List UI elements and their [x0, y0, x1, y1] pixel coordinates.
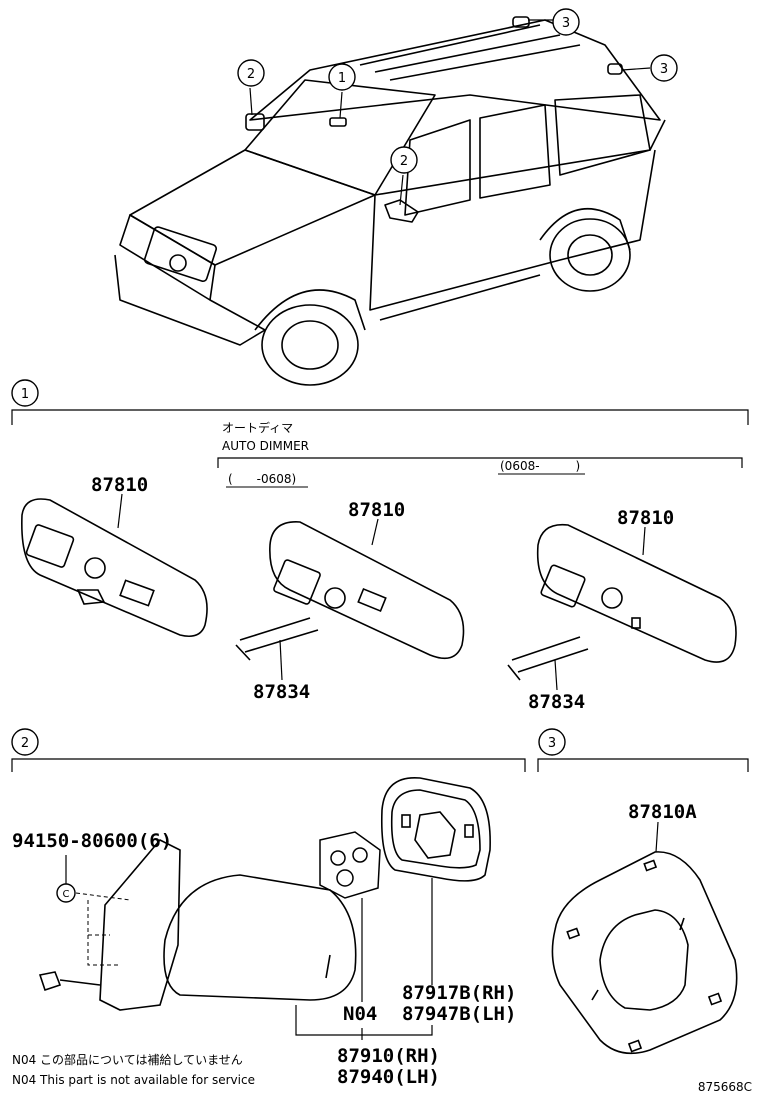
- date-range-left: ( -0608): [228, 472, 296, 486]
- svg-text:3: 3: [562, 16, 570, 31]
- part-87810-c: 87810: [617, 507, 674, 529]
- section-2-header: 2: [11, 728, 526, 772]
- outer-mirror-assembly: [38, 839, 357, 1011]
- vehicle-leader-lines: [249, 19, 651, 206]
- svg-text:2: 2: [247, 67, 255, 82]
- svg-text:AUTO DIMMER: AUTO DIMMER: [222, 439, 309, 453]
- leader-assembly: [295, 1005, 433, 1036]
- rearview-mirror-a: [21, 498, 208, 638]
- vehicle-callout-1: 1: [328, 63, 356, 91]
- part-87834-b: 87834: [253, 681, 310, 703]
- svg-text:オートディマ: オートディマ: [222, 420, 293, 435]
- svg-text:3: 3: [660, 62, 668, 77]
- figure-id: 875668C: [698, 1080, 752, 1094]
- section-1-header: 1: [11, 379, 749, 425]
- svg-text:C: C: [63, 889, 70, 900]
- mirror-motor: [319, 831, 381, 899]
- bolt-icon: C: [56, 883, 76, 903]
- svg-text:1: 1: [338, 71, 346, 86]
- part-94150-80600: 94150-80600(6): [12, 830, 172, 852]
- note-n04-jp: N04 この部品については補給していません: [12, 1052, 243, 1067]
- leader-87810-b: [371, 518, 379, 546]
- leader-87810a: [655, 821, 659, 853]
- rearview-mirror-b: [235, 521, 465, 661]
- leader-87810-c: [642, 526, 646, 556]
- date-range-right: (0608- ): [500, 459, 580, 473]
- rearview-mirror-c: [507, 523, 737, 681]
- svg-text:2: 2: [21, 736, 29, 751]
- leader-87834-b: [279, 639, 283, 681]
- part-87947b-lh: 87947B(LH): [402, 1003, 516, 1025]
- part-87810-b: 87810: [348, 499, 405, 521]
- auto-dimmer-label: オートディマ AUTO DIMMER: [217, 420, 743, 468]
- part-87940-lh: 87940(LH): [337, 1066, 440, 1088]
- leader-87834-c: [554, 659, 558, 691]
- part-87910-rh: 87910(RH): [337, 1045, 440, 1067]
- svg-text:2: 2: [400, 154, 408, 169]
- vehicle-callout-2-right: 2: [390, 146, 418, 174]
- note-n04-en: N04 This part is not available for servi…: [12, 1073, 255, 1087]
- vehicle-callout-2-left: 2: [237, 59, 265, 87]
- part-87810a: 87810A: [628, 801, 697, 823]
- svg-text:3: 3: [548, 736, 556, 751]
- vanity-mirror: [551, 851, 738, 1055]
- part-87834-c: 87834: [528, 691, 585, 713]
- vehicle-callout-3-rear: 3: [650, 54, 678, 82]
- part-87917b-rh: 87917B(RH): [402, 982, 516, 1004]
- vehicle-callout-3-top: 3: [552, 8, 580, 36]
- svg-text:1: 1: [21, 387, 29, 402]
- mirror-glass: [380, 777, 491, 882]
- section-3-header: 3: [537, 728, 749, 772]
- part-87810-a: 87810: [91, 474, 148, 496]
- vehicle-illustration: [114, 16, 666, 386]
- leader-87810-a: [117, 493, 123, 529]
- part-n04: N04: [343, 1003, 377, 1025]
